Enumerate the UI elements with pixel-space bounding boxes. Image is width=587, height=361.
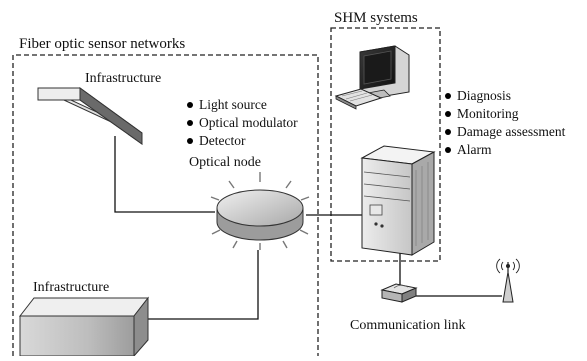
- optical-node-label: Optical node: [189, 155, 261, 170]
- antenna-icon: [496, 258, 520, 303]
- component-optical-modulator: Optical modulator: [186, 114, 298, 132]
- component-light-source: Light source: [186, 96, 298, 114]
- monitor-icon: [359, 45, 410, 100]
- communication-link-label: Communication link: [350, 318, 466, 333]
- function-alarm: Alarm: [444, 141, 565, 159]
- shm-systems-boundary: [330, 27, 441, 262]
- function-damage-assessment: Damage assessment: [444, 123, 565, 141]
- infrastructure-bottom-icon: [18, 296, 150, 358]
- fiber-link-bottom: [147, 250, 259, 320]
- server-icon: [360, 145, 436, 256]
- optical-node-icon: [210, 172, 310, 250]
- fiber-network-boundary: [12, 54, 319, 356]
- optical-node-components: Light source Optical modulator Detector: [186, 96, 298, 150]
- keyboard-icon: [334, 88, 383, 110]
- router-icon: [380, 283, 418, 303]
- infrastructure-top-label: Infrastructure: [85, 71, 162, 86]
- shm-functions-list: Diagnosis Monitoring Damage assessment A…: [444, 87, 565, 159]
- shm-systems-title: SHM systems: [334, 10, 418, 26]
- infrastructure-bottom-label: Infrastructure: [33, 280, 110, 295]
- function-monitoring: Monitoring: [444, 105, 565, 123]
- fiber-link-top: [114, 136, 215, 213]
- function-diagnosis: Diagnosis: [444, 87, 565, 105]
- connection-lines: [114, 136, 502, 320]
- component-detector: Detector: [186, 132, 298, 150]
- fiber-network-title: Fiber optic sensor networks: [19, 36, 186, 52]
- infrastructure-top-icon: [37, 87, 143, 145]
